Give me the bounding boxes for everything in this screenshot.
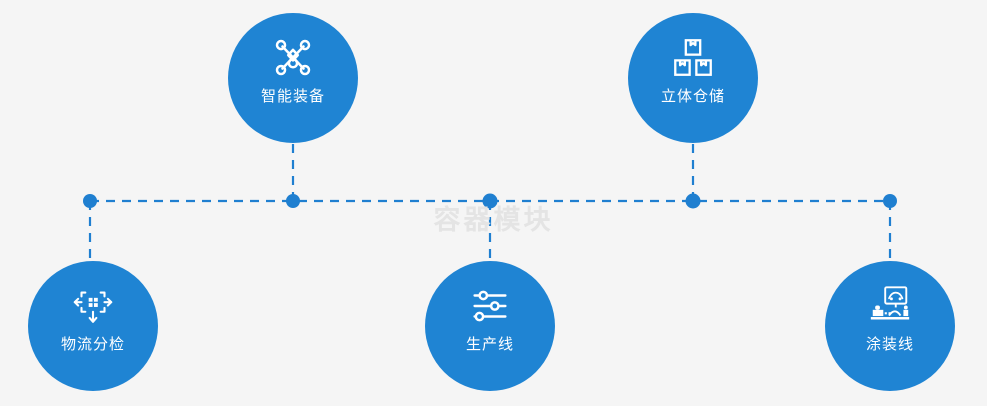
node-label-production-line: 生产线 [465, 335, 514, 353]
network-nodes-icon [270, 35, 316, 81]
node-label-logistics-sorting: 物流分检 [60, 335, 125, 353]
stacked-boxes-icon [670, 35, 716, 81]
node-label-smart-equipment: 智能装备 [260, 87, 325, 105]
junction-dot-stereo-warehouse [685, 193, 701, 209]
node-coating-line[interactable]: 涂装线 [825, 261, 955, 391]
sorting-arrows-icon [70, 283, 116, 329]
node-stereo-warehouse[interactable]: 立体仓储 [628, 13, 758, 143]
node-production-line[interactable]: 生产线 [425, 261, 555, 391]
node-logistics-sorting[interactable]: 物流分检 [28, 261, 158, 391]
node-label-coating-line: 涂装线 [865, 335, 914, 353]
paint-booth-icon [867, 283, 913, 329]
junction-dot-coating-line [883, 194, 897, 208]
sliders-icon [467, 283, 513, 329]
junction-dot-production-line [482, 193, 498, 209]
junction-dot-smart-equipment [286, 194, 300, 208]
junction-dot-logistics-sorting [83, 194, 97, 208]
node-smart-equipment[interactable]: 智能装备 [228, 13, 358, 143]
node-label-stereo-warehouse: 立体仓储 [660, 87, 725, 105]
